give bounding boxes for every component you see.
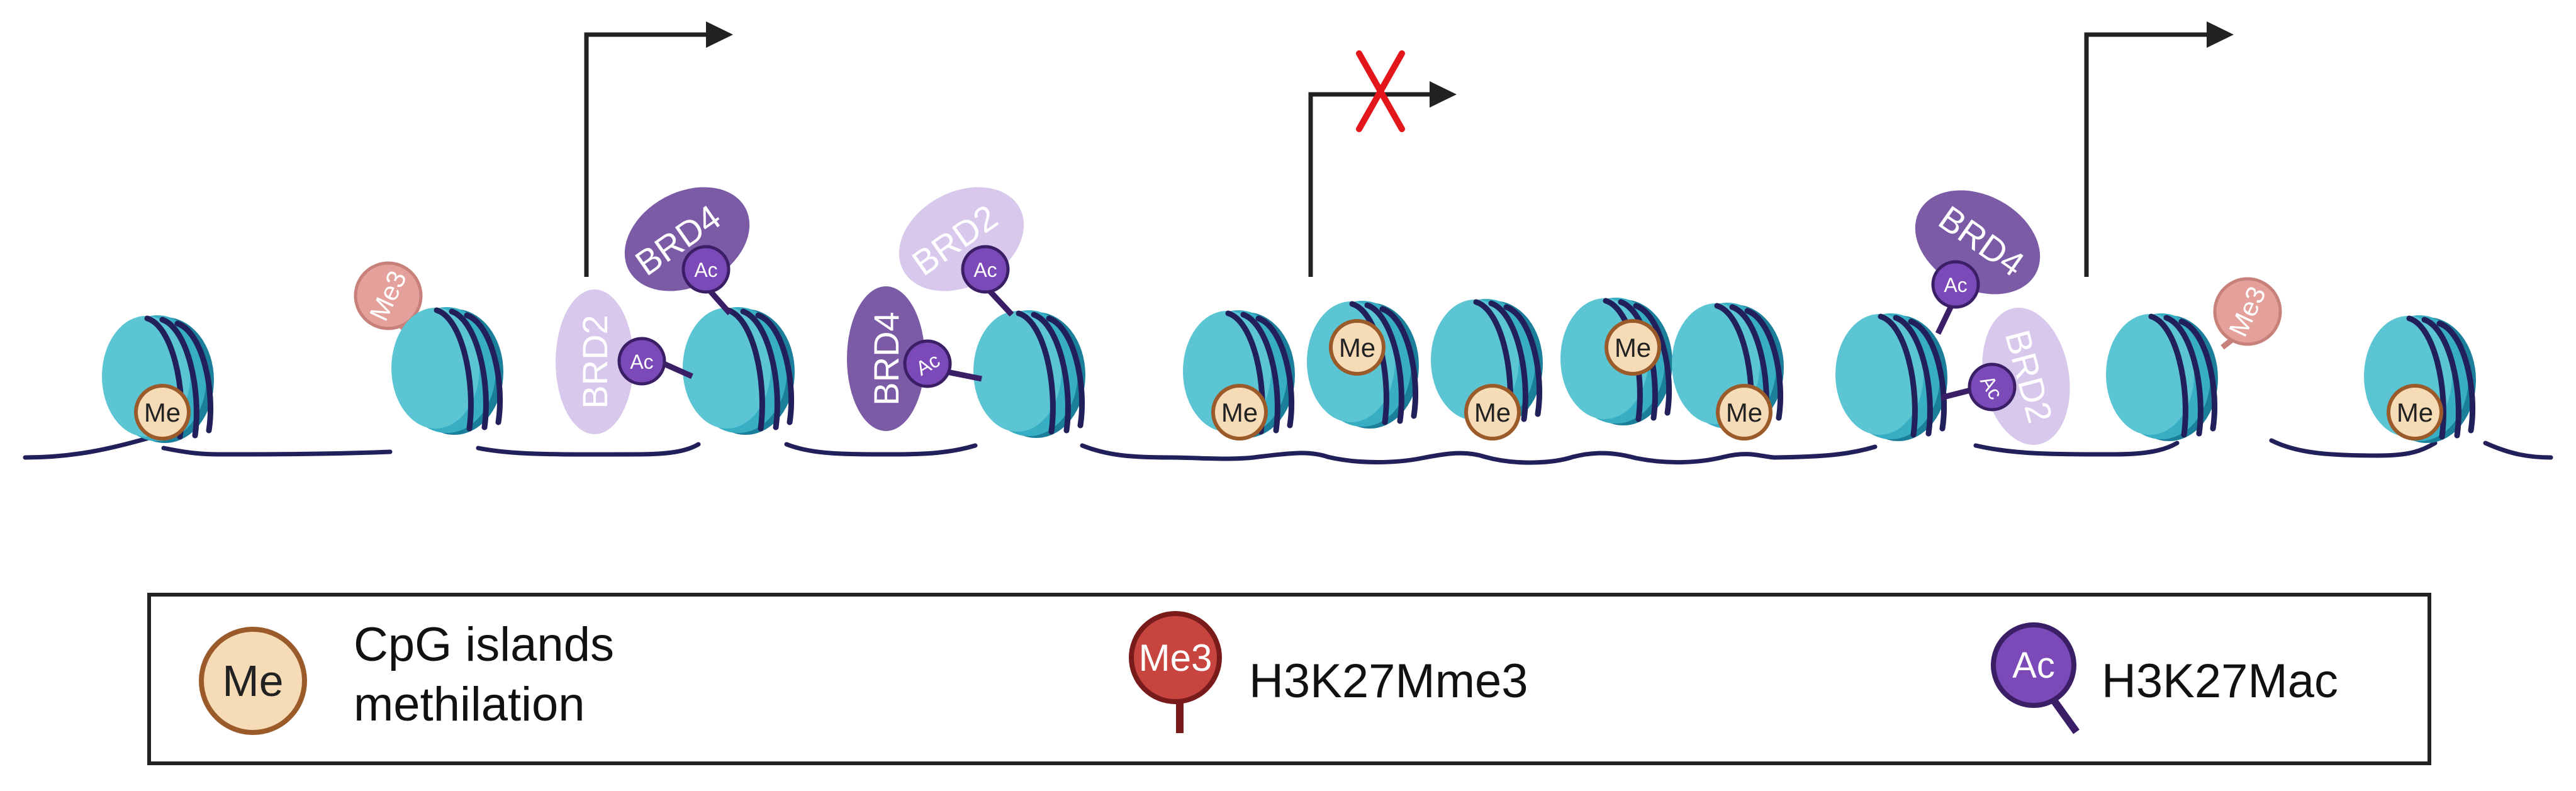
legend-me3-pin-icon: Me3 — [1129, 611, 1222, 733]
brd4-protein-2: BRD4 — [847, 286, 925, 431]
nucleosome — [1835, 313, 1947, 441]
me-mark-icon: Me — [134, 384, 191, 440]
legend-cpg-label-line2: methilation — [354, 678, 585, 731]
legend-ac-pin-icon: Ac — [1991, 622, 2080, 734]
ac-pin-icon: Ac — [903, 339, 982, 388]
me-mark-icon: Me — [1716, 384, 1772, 440]
ac-mark-label: Ac — [973, 259, 997, 281]
brd4-label: BRD4 — [866, 311, 906, 405]
me-mark-label: Me — [1221, 398, 1258, 427]
legend: Me CpG islands methilation Me3 H3K27Mme3… — [147, 593, 2431, 765]
nucleosome — [2106, 313, 2218, 441]
me-mark-icon: Me — [2387, 384, 2443, 440]
legend-me-label: Me — [222, 656, 283, 705]
me-mark-label: Me — [1339, 333, 1375, 362]
legend-ac-label: Ac — [2012, 645, 2055, 686]
me-mark-label: Me — [1726, 398, 1762, 427]
block-x-icon — [1356, 50, 1405, 132]
me-mark-label: Me — [1615, 333, 1651, 362]
brd2-label: BRD2 — [575, 315, 615, 408]
me-mark-icon: Me — [1329, 319, 1386, 376]
ac-pin-icon: Ac — [1940, 362, 2017, 412]
me-mark-label: Me — [2397, 398, 2433, 427]
me3-pin-icon: Me3 — [2213, 277, 2282, 350]
ac-pin-icon: Ac — [617, 337, 693, 386]
brd2-protein-2: BRD2 — [899, 187, 1024, 291]
brd2-protein-1: BRD2 — [556, 289, 634, 434]
legend-h3k27ac-label: H3K27Mac — [2102, 654, 2338, 708]
me3-pin-icon: Me3 — [354, 261, 423, 335]
dna-strand-dense — [1168, 451, 1777, 465]
me-mark-label: Me — [1474, 398, 1511, 427]
me-mark-icon: Me — [1464, 384, 1521, 440]
transcription-arrow-active-2 — [2084, 21, 2234, 277]
me-mark-icon: Me — [1211, 384, 1268, 440]
me-mark-label: Me — [144, 398, 181, 427]
ac-mark-label: Ac — [1944, 274, 1967, 296]
nucleosome — [973, 310, 1085, 438]
ac-pin-icon: Ac — [961, 245, 1014, 317]
ac-mark-label: Ac — [630, 351, 653, 373]
legend-me3-label: Me3 — [1139, 637, 1212, 679]
transcription-arrow-blocked — [1308, 81, 1457, 277]
brd4-protein-1: BRD4 — [624, 187, 750, 291]
ac-mark-label: Ac — [694, 259, 717, 281]
nucleosome — [683, 307, 795, 435]
ac-pin-icon: Ac — [1931, 260, 1980, 335]
me-mark-icon: Me — [1604, 319, 1661, 376]
legend-me-icon: Me — [199, 627, 307, 735]
dna-strand — [23, 435, 2553, 460]
transcription-arrow-active-1 — [584, 21, 733, 277]
legend-h3k27me3-label: H3K27Mme3 — [1249, 654, 1528, 708]
ac-pin-icon: Ac — [681, 245, 732, 315]
legend-cpg-label-line1: CpG islands — [354, 618, 614, 671]
nucleosome — [391, 307, 503, 435]
